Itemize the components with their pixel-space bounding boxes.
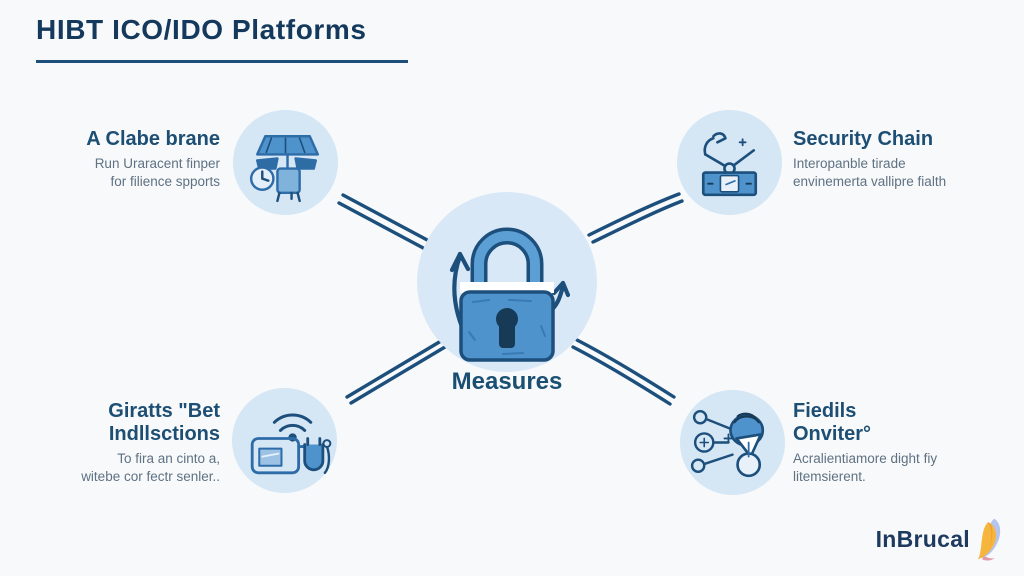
- node-subtext: Interopanble tirade envinemerta vallipre…: [793, 156, 947, 190]
- padlock-icon: [449, 227, 571, 362]
- node-circle-bottom-right: [680, 390, 785, 495]
- wifi-router-plug-icon: [250, 413, 332, 475]
- brand-logo-text: InBrucal: [875, 525, 970, 552]
- title-underline: [36, 60, 408, 63]
- node-circle-bottom-left: [232, 388, 337, 493]
- solar-panel-station-icon: [249, 135, 320, 203]
- brand-logo: InBrucal: [876, 514, 1006, 564]
- node-circle-top-left: [233, 110, 338, 215]
- network-nodes-funnel-icon: [690, 409, 765, 478]
- center-circle: [417, 192, 597, 372]
- node-text-top-left: A Clabe brane Run Uraracent finper for f…: [30, 128, 220, 191]
- node-subtext: To fira an cinto a, witebe cor fectr sen…: [81, 451, 220, 485]
- node-heading: A Clabe brane: [86, 128, 220, 150]
- page-title: HIBT ICO/IDO Platforms: [36, 14, 367, 45]
- node-heading: Fiedils Onviter°: [793, 400, 872, 445]
- crane-banknote-icon: [701, 132, 758, 197]
- connector-top-right: [587, 192, 681, 237]
- brand-logo-swoosh-icon: [977, 518, 1001, 561]
- node-subtext: Run Uraracent finper for filience spport…: [94, 156, 220, 190]
- node-circle-top-right: [677, 110, 782, 215]
- node-text-bottom-right: Fiedils Onviter° Acralientiamore dight f…: [793, 400, 1008, 486]
- center-label: Measures: [451, 368, 563, 395]
- node-heading: Security Chain: [793, 128, 934, 150]
- node-subtext: Acralientiamore dight fiy litemsierent.: [793, 451, 938, 485]
- node-text-top-right: Security Chain Interopanble tirade envin…: [793, 128, 1008, 191]
- node-heading: Giratts "Bet Indllsctions: [108, 400, 220, 445]
- node-text-bottom-left: Giratts "Bet Indllsctions To fira an cin…: [28, 400, 220, 486]
